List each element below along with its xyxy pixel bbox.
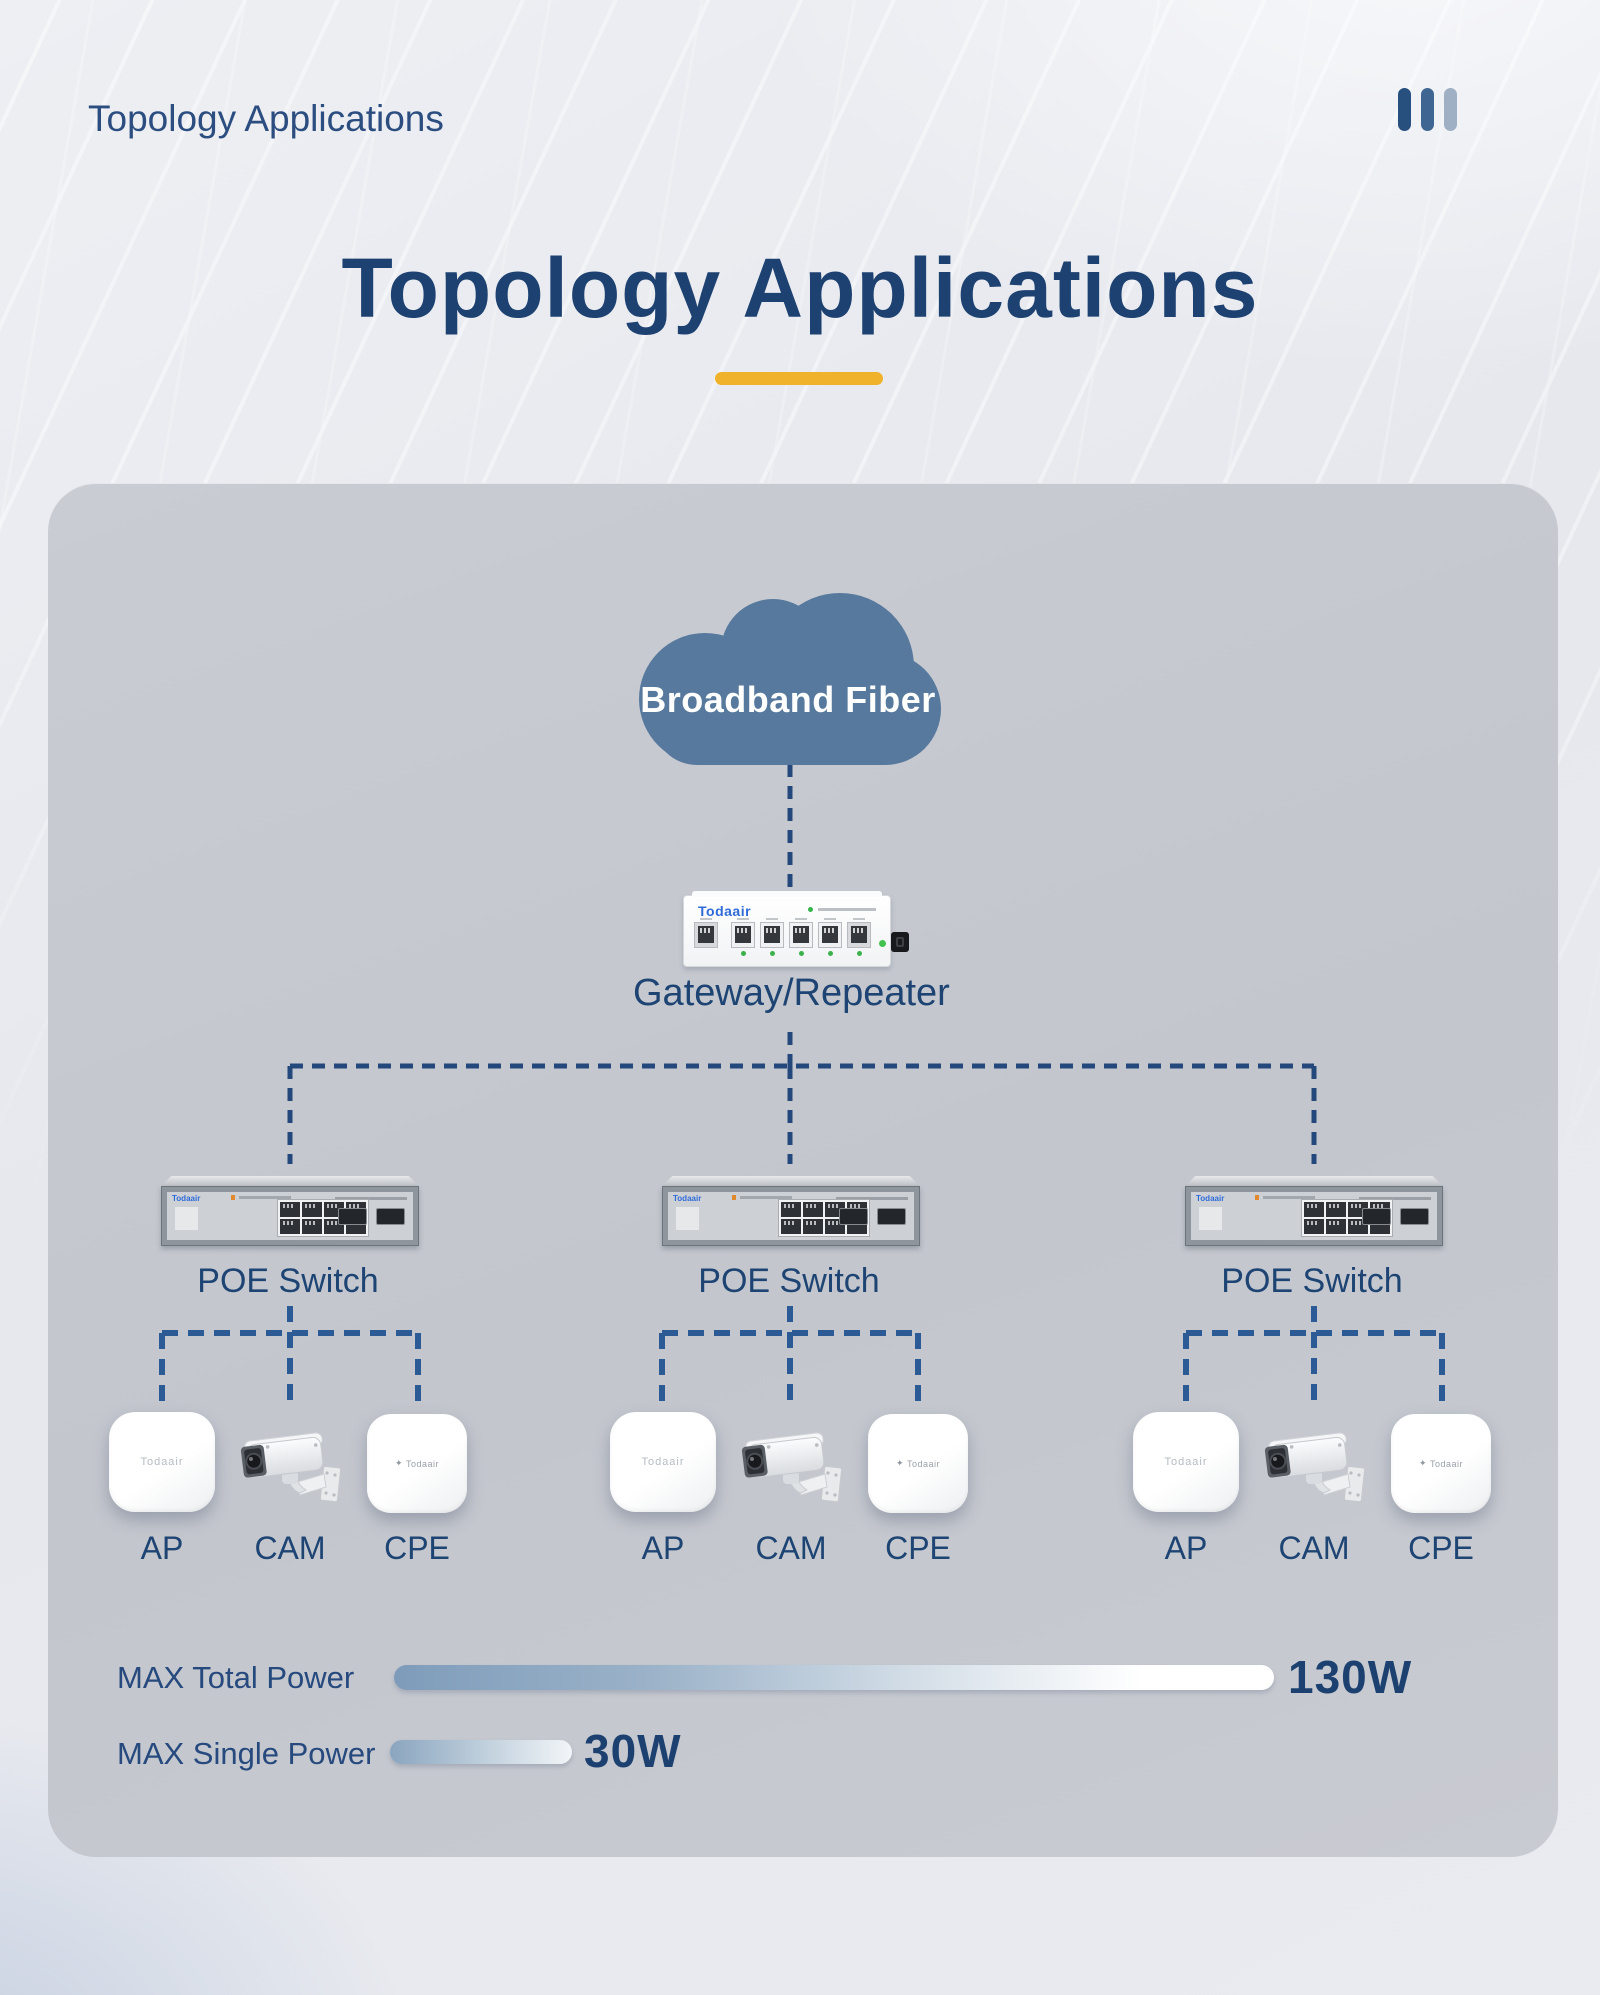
panel-print: [231, 1195, 291, 1200]
camera-icon: [1264, 1432, 1366, 1503]
cpe-device: ✦ Todaair: [868, 1414, 968, 1513]
max-single-power-bar: [390, 1740, 572, 1764]
brand-logo: ✦ Todaair: [896, 1458, 940, 1469]
bar-icon: [1398, 88, 1411, 131]
dc-jack-icon: [891, 932, 909, 952]
gateway-ports: [694, 918, 909, 956]
ap-device: Todaair: [109, 1412, 215, 1512]
device-label: CAM: [755, 1530, 827, 1566]
brand-logo: ✦ Todaair: [1419, 1458, 1463, 1469]
model-text: [335, 1197, 407, 1200]
poe-switch-label: POE Switch: [1221, 1262, 1403, 1300]
switch-top-face: [161, 1176, 419, 1186]
broadband-cloud: Broadband Fiber: [633, 583, 943, 768]
max-single-power-value: 30W: [584, 1725, 682, 1777]
topology-group: Todaair POE Switch Todaair: [610, 1176, 968, 1576]
camera-device: [735, 1427, 847, 1507]
menu-bars-icon: [1398, 88, 1457, 131]
diamond-logo-icon: ✦: [1418, 1458, 1427, 1468]
sfp-slots: [338, 1208, 405, 1225]
qr-code-icon: [1199, 1207, 1222, 1230]
rj45-port-icon: [760, 918, 784, 956]
max-total-power-label: MAX Total Power: [117, 1660, 355, 1695]
max-total-power-value: 130W: [1288, 1651, 1413, 1703]
device-label: CAM: [254, 1530, 326, 1566]
max-single-power-label: MAX Single Power: [117, 1736, 376, 1771]
qr-code-icon: [175, 1207, 198, 1230]
gateway-label: Gateway/Repeater: [633, 972, 950, 1014]
panel-print: [732, 1195, 792, 1200]
device-label: CPE: [885, 1530, 951, 1566]
brand-logo: Todaair: [673, 1194, 702, 1203]
camera-icon: [741, 1432, 843, 1503]
brand-logo: Todaair: [1164, 1456, 1208, 1468]
title-underline: [715, 372, 883, 385]
device-label: CAM: [1278, 1530, 1350, 1566]
device-label: AP: [1164, 1530, 1208, 1566]
camera-icon: [240, 1432, 342, 1503]
diamond-logo-icon: ✦: [394, 1458, 403, 1468]
status-led-icon: [808, 907, 876, 912]
page-title: Topology Applications: [341, 241, 1259, 335]
device-label: AP: [140, 1530, 184, 1566]
power-led-icon: [879, 940, 886, 947]
poe-switch-label: POE Switch: [197, 1262, 379, 1300]
topology-group: Todaair POE Switch Todaair: [109, 1176, 467, 1576]
sfp-slots: [839, 1208, 906, 1225]
poe-switch-label: POE Switch: [698, 1262, 880, 1300]
model-text: [836, 1197, 908, 1200]
topology-group: Todaair POE Switch Todaair: [1133, 1176, 1491, 1576]
ap-device: Todaair: [610, 1412, 716, 1512]
panel-print: [1255, 1195, 1315, 1200]
qr-code-icon: [676, 1207, 699, 1230]
cloud-icon: [639, 593, 941, 765]
cpe-device: ✦ Todaair: [1391, 1414, 1491, 1513]
rj45-port-icon: [789, 918, 813, 956]
sfp-slots: [1362, 1208, 1429, 1225]
brand-logo: ✦ Todaair: [395, 1458, 439, 1469]
camera-device: [234, 1427, 346, 1507]
switch-top-face: [1185, 1176, 1443, 1186]
camera-device: [1258, 1427, 1370, 1507]
eyebrow-title: Topology Applications: [88, 98, 444, 139]
brand-logo: Todaair: [641, 1456, 685, 1468]
brand-logo: Todaair: [1196, 1194, 1225, 1203]
rj45-port-icon: [818, 918, 842, 956]
rj45-port-icon: [847, 918, 871, 956]
rj45-port-icon: [731, 918, 755, 956]
device-label: CPE: [384, 1530, 450, 1566]
ap-device: Todaair: [1133, 1412, 1239, 1512]
cpe-device: ✦ Todaair: [367, 1414, 467, 1513]
brand-text: Todaair: [406, 1458, 440, 1469]
diamond-logo-icon: ✦: [895, 1458, 904, 1468]
poe-switch-device: Todaair: [161, 1176, 419, 1246]
gateway-device: Todaair: [683, 891, 909, 967]
bar-icon: [1444, 88, 1457, 131]
device-label: CPE: [1408, 1530, 1474, 1566]
brand-logo: Todaair: [172, 1194, 201, 1203]
poe-switch-device: Todaair: [1185, 1176, 1443, 1246]
cloud-label: Broadband Fiber: [640, 679, 936, 720]
brand-text: Todaair: [1430, 1458, 1464, 1469]
device-label: AP: [641, 1530, 685, 1566]
poe-switch-device: Todaair: [662, 1176, 920, 1246]
rj45-port-icon: [694, 918, 718, 956]
bar-icon: [1421, 88, 1434, 131]
brand-text: Todaair: [907, 1458, 941, 1469]
brand-logo: Todaair: [698, 903, 752, 919]
max-total-power-bar: [394, 1665, 1274, 1690]
brand-logo: Todaair: [140, 1456, 184, 1468]
switch-top-face: [662, 1176, 920, 1186]
model-text: [1359, 1197, 1431, 1200]
